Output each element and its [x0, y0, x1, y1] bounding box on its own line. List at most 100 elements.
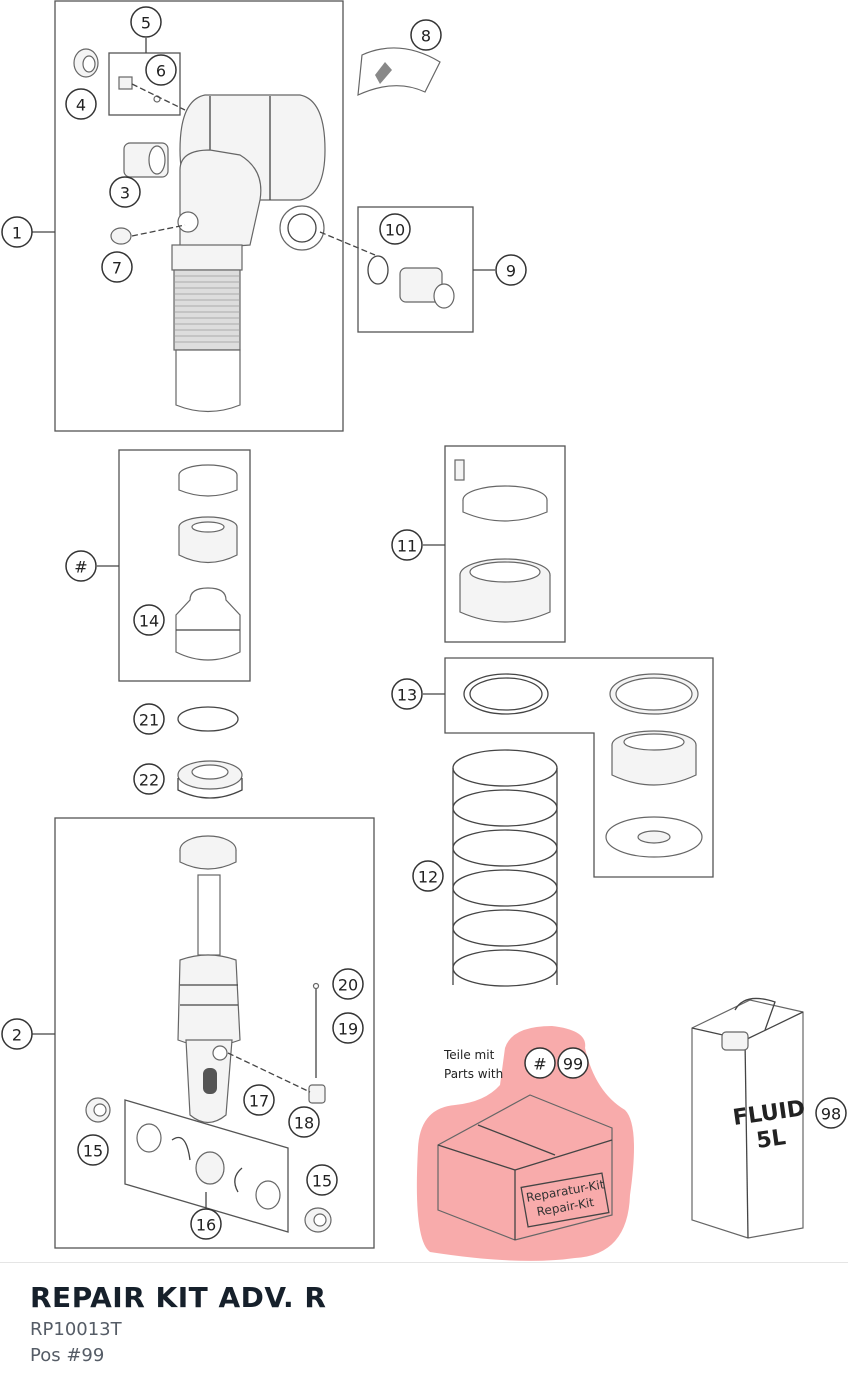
callout-label: 16	[196, 1216, 216, 1235]
callout-10[interactable]: 10	[379, 213, 411, 245]
part-21-ring	[177, 706, 239, 732]
callout-4[interactable]: 4	[65, 88, 97, 120]
callout-circle	[412, 860, 444, 892]
kit-note-en: Parts with	[444, 1067, 503, 1081]
callout-circle	[133, 763, 165, 795]
callout-label: 12	[418, 868, 438, 887]
kit-note-de: Teile mit	[443, 1048, 495, 1062]
callout-circle	[391, 529, 423, 561]
callout-label: 6	[156, 62, 166, 81]
callout-3[interactable]: 3	[109, 176, 141, 208]
callout-hash[interactable]: #	[65, 550, 97, 582]
callout-label: 5	[141, 14, 151, 33]
callout-circle	[243, 1084, 275, 1116]
callout-label: 8	[421, 27, 431, 46]
callout-label: 9	[506, 262, 516, 281]
callout-circle	[1, 1018, 33, 1050]
callout-circle	[379, 213, 411, 245]
repair-kit-highlight[interactable]: Reparatur-Kit Repair-Kit	[416, 1026, 634, 1261]
callout-circle	[101, 251, 133, 283]
callout-label: 2	[12, 1026, 22, 1045]
callout-label: #	[74, 558, 87, 577]
callout-12[interactable]: 12	[412, 860, 444, 892]
callout-circle	[495, 254, 527, 286]
callout-khash[interactable]: #	[524, 1047, 556, 1079]
callout-15a[interactable]: 15	[77, 1134, 109, 1166]
callout-9[interactable]: 9	[495, 254, 527, 286]
exploded-parts-diagram: Reparatur-Kit Repair-Kit Teile mit Parts…	[1, 0, 847, 1261]
callout-20[interactable]: 20	[332, 968, 364, 1000]
callout-circle	[133, 703, 165, 735]
callout-circle	[288, 1106, 320, 1138]
callout-18[interactable]: 18	[288, 1106, 320, 1138]
callout-99[interactable]: 99	[557, 1047, 589, 1079]
callout-label: 98	[821, 1105, 841, 1124]
callout-8[interactable]: 8	[410, 19, 442, 51]
callout-label: 1	[12, 224, 22, 243]
callout-circle	[332, 968, 364, 1000]
callout-label: #	[533, 1055, 546, 1074]
product-title: REPAIR KIT ADV. R	[30, 1281, 327, 1314]
callout-16[interactable]: 16	[190, 1208, 222, 1240]
callout-circle	[1, 216, 33, 248]
part-98-fluid-can: FLUID 5L	[691, 997, 807, 1239]
position-label: Pos #99	[30, 1345, 105, 1366]
part-12-spring	[452, 749, 558, 987]
callout-13[interactable]: 13	[391, 678, 423, 710]
callout-label: 19	[338, 1020, 358, 1039]
callout-circle	[557, 1047, 589, 1079]
callout-6[interactable]: 6	[145, 54, 177, 86]
callout-label: 18	[294, 1114, 314, 1133]
callout-19[interactable]: 19	[332, 1012, 364, 1044]
callout-circle	[145, 54, 177, 86]
callout-11[interactable]: 11	[391, 529, 423, 561]
callout-label: 21	[139, 711, 159, 730]
callout-5[interactable]: 5	[130, 6, 162, 38]
callout-circle	[524, 1047, 556, 1079]
callout-label: 20	[338, 976, 358, 995]
callout-label: 15	[83, 1142, 103, 1161]
callout-circle	[815, 1097, 847, 1129]
callout-label: 10	[385, 221, 405, 240]
callout-circle	[130, 6, 162, 38]
callout-15b[interactable]: 15	[306, 1164, 338, 1196]
part-22-cap	[177, 760, 243, 799]
product-footer: REPAIR KIT ADV. R RP10013T Pos #99	[0, 1262, 848, 1390]
callout-2[interactable]: 2	[1, 1018, 33, 1050]
callout-circle	[306, 1164, 338, 1196]
callout-layer: 1234567891011121314151516171819202122##9…	[1, 6, 847, 1240]
callout-label: 3	[120, 184, 130, 203]
group-9-valve	[357, 206, 495, 333]
callout-21[interactable]: 21	[133, 703, 165, 735]
callout-14[interactable]: 14	[133, 604, 165, 636]
callout-label: 4	[76, 96, 86, 115]
callout-7[interactable]: 7	[101, 251, 133, 283]
callout-label: 11	[397, 537, 417, 556]
group-1-shock-body	[32, 0, 376, 432]
part-number: RP10013T	[30, 1319, 122, 1340]
callout-label: 15	[312, 1172, 332, 1191]
callout-label: 13	[397, 686, 417, 705]
callout-circle	[65, 88, 97, 120]
callout-22[interactable]: 22	[133, 763, 165, 795]
callout-17[interactable]: 17	[243, 1084, 275, 1116]
group-13-spring-parts	[423, 657, 714, 878]
part-8-sticker	[357, 47, 441, 96]
callout-label: 7	[112, 259, 122, 278]
group-hash-piston-set	[97, 449, 251, 682]
group-11-adjuster	[423, 445, 566, 643]
callout-1[interactable]: 1	[1, 216, 33, 248]
callout-circle	[109, 176, 141, 208]
callout-circle	[410, 19, 442, 51]
callout-circle	[65, 550, 97, 582]
callout-label: 17	[249, 1092, 269, 1111]
callout-circle	[190, 1208, 222, 1240]
callout-98[interactable]: 98	[815, 1097, 847, 1129]
callout-circle	[133, 604, 165, 636]
callout-circle	[77, 1134, 109, 1166]
callout-circle	[391, 678, 423, 710]
callout-label: 22	[139, 771, 159, 790]
callout-label: 99	[563, 1055, 583, 1074]
group-2-damper-rod	[32, 817, 375, 1249]
callout-circle	[332, 1012, 364, 1044]
